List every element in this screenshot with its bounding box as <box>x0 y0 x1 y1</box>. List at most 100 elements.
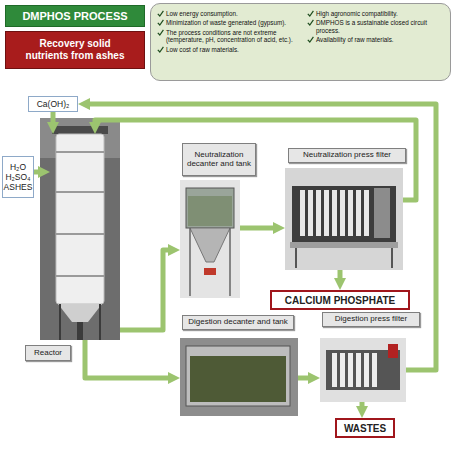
flow-arrow <box>240 226 278 231</box>
check-mark <box>157 10 164 17</box>
decanter-liquid <box>188 196 232 226</box>
filter-plate <box>316 190 321 236</box>
decanter-funnel <box>190 228 230 262</box>
reactor-strap <box>56 191 104 193</box>
advantage-item: The process conditions are not extreme (… <box>157 29 301 44</box>
photo-background <box>180 180 240 298</box>
reactor-cone <box>58 304 102 322</box>
flow-arrow <box>85 340 173 378</box>
photo-background <box>285 168 403 270</box>
node-text: Ca(OH)₂ <box>37 99 70 109</box>
filter-plate <box>364 353 369 387</box>
title-text: DMPHOS PROCESS <box>22 10 127 22</box>
digestion-decanter-photo <box>180 338 298 416</box>
check-stroke <box>158 46 164 51</box>
advantages-box: Low energy consumption. Minimization of w… <box>150 3 451 81</box>
subtitle-banner: Recovery solid nutrients from ashes <box>5 31 145 69</box>
node-text: WASTES <box>344 423 386 434</box>
press-leg <box>295 248 297 268</box>
node-text: CALCIUM PHOSPHATE <box>285 295 395 306</box>
unit-label: Digestion decanter and tank <box>182 315 294 330</box>
filter-plate <box>308 190 313 236</box>
decanter-unit: Neutralization decanter and tank <box>180 180 240 298</box>
unit-label: Digestion press filter <box>322 312 420 327</box>
check-mark <box>307 36 314 43</box>
filter-plate <box>324 190 329 236</box>
advantage-text: Low cost of raw materials. <box>166 46 239 53</box>
reactor-lid <box>52 126 108 134</box>
flow-arrow <box>34 170 43 175</box>
photo-background <box>40 118 120 340</box>
check-mark <box>307 19 314 26</box>
digestion-press-filter-photo <box>320 338 406 402</box>
check-mark <box>157 19 164 26</box>
node-text: ASHES <box>4 182 33 192</box>
neutralization-decanter-photo <box>180 180 240 298</box>
node-text: H₂O <box>10 162 26 172</box>
check-stroke <box>308 11 314 16</box>
reactor-insulation <box>56 134 104 304</box>
flow-arrow <box>338 270 343 283</box>
reactor-leg <box>99 304 101 340</box>
reactor-unit: Reactor <box>50 134 120 340</box>
filter-plate <box>340 190 345 236</box>
reactor-photo <box>40 118 120 340</box>
filter-plate <box>364 190 369 236</box>
waste-box: WASTES <box>335 418 395 438</box>
filter-plate <box>356 190 361 236</box>
press-head <box>374 188 390 238</box>
press-filter-unit: Neutralization press filter <box>285 168 403 270</box>
decanter-stand <box>189 228 191 296</box>
advantage-text: High agronomic compatibility. <box>316 10 398 17</box>
press-filter-unit: Digestion press filter <box>320 338 406 402</box>
node-text: Recovery solid nutrients from ashes <box>20 38 130 62</box>
filter-plate <box>340 353 345 387</box>
unit-label: Reactor <box>25 345 71 361</box>
press-leg <box>391 248 393 268</box>
reactor-strap <box>56 151 104 153</box>
advantage-text: Minimization of waste generated (gypsum)… <box>166 19 286 26</box>
press-pump <box>388 344 398 358</box>
filter-plate <box>348 353 353 387</box>
advantages-column: Low energy consumption. Minimization of w… <box>157 10 301 55</box>
check-stroke <box>158 20 164 25</box>
advantage-item: Availability of raw materials. <box>307 36 445 43</box>
press-table <box>290 242 398 248</box>
photo-background <box>180 338 298 416</box>
advantage-text: The process conditions are not extreme (… <box>166 29 301 44</box>
advantage-item: Low energy consumption. <box>157 10 301 17</box>
filter-plate <box>300 190 305 236</box>
product-box: CALCIUM PHOSPHATE <box>270 290 410 310</box>
reactor-outlet <box>77 322 83 340</box>
flow-arrow <box>95 120 416 200</box>
title-banner: DMPHOS PROCESS <box>5 5 145 27</box>
reagent-box: H₂OH₂SO₄ASHES <box>2 156 34 198</box>
reactor-strap <box>56 275 104 277</box>
advantage-item: Low cost of raw materials. <box>157 46 301 53</box>
filter-plate <box>332 190 337 236</box>
flow-arrow <box>85 104 436 370</box>
filter-plate <box>372 353 377 387</box>
advantages-column: High agronomic compatibility. DMPHOS is a… <box>307 10 445 46</box>
decanter-tank <box>186 188 234 228</box>
decanter-valve <box>204 268 216 275</box>
advantage-text: DMPHOS is a sustainable closed circuit p… <box>316 19 445 34</box>
check-stroke <box>308 37 314 42</box>
flow-arrow <box>298 376 313 381</box>
decanter-stand <box>229 228 231 296</box>
filter-plate <box>356 353 361 387</box>
check-mark <box>307 10 314 17</box>
press-frame <box>292 186 396 242</box>
advantage-text: Availability of raw materials. <box>316 36 394 43</box>
filter-plate <box>332 353 337 387</box>
unit-label: Neutralization press filter <box>288 148 406 163</box>
check-stroke <box>158 11 164 16</box>
reactor-strap <box>56 233 104 235</box>
flow-arrow <box>51 112 56 127</box>
decanter-unit: Digestion decanter and tank <box>180 338 298 416</box>
check-mark <box>157 46 164 53</box>
advantage-text: Low energy consumption. <box>166 10 238 17</box>
decanter-tank <box>186 346 290 406</box>
